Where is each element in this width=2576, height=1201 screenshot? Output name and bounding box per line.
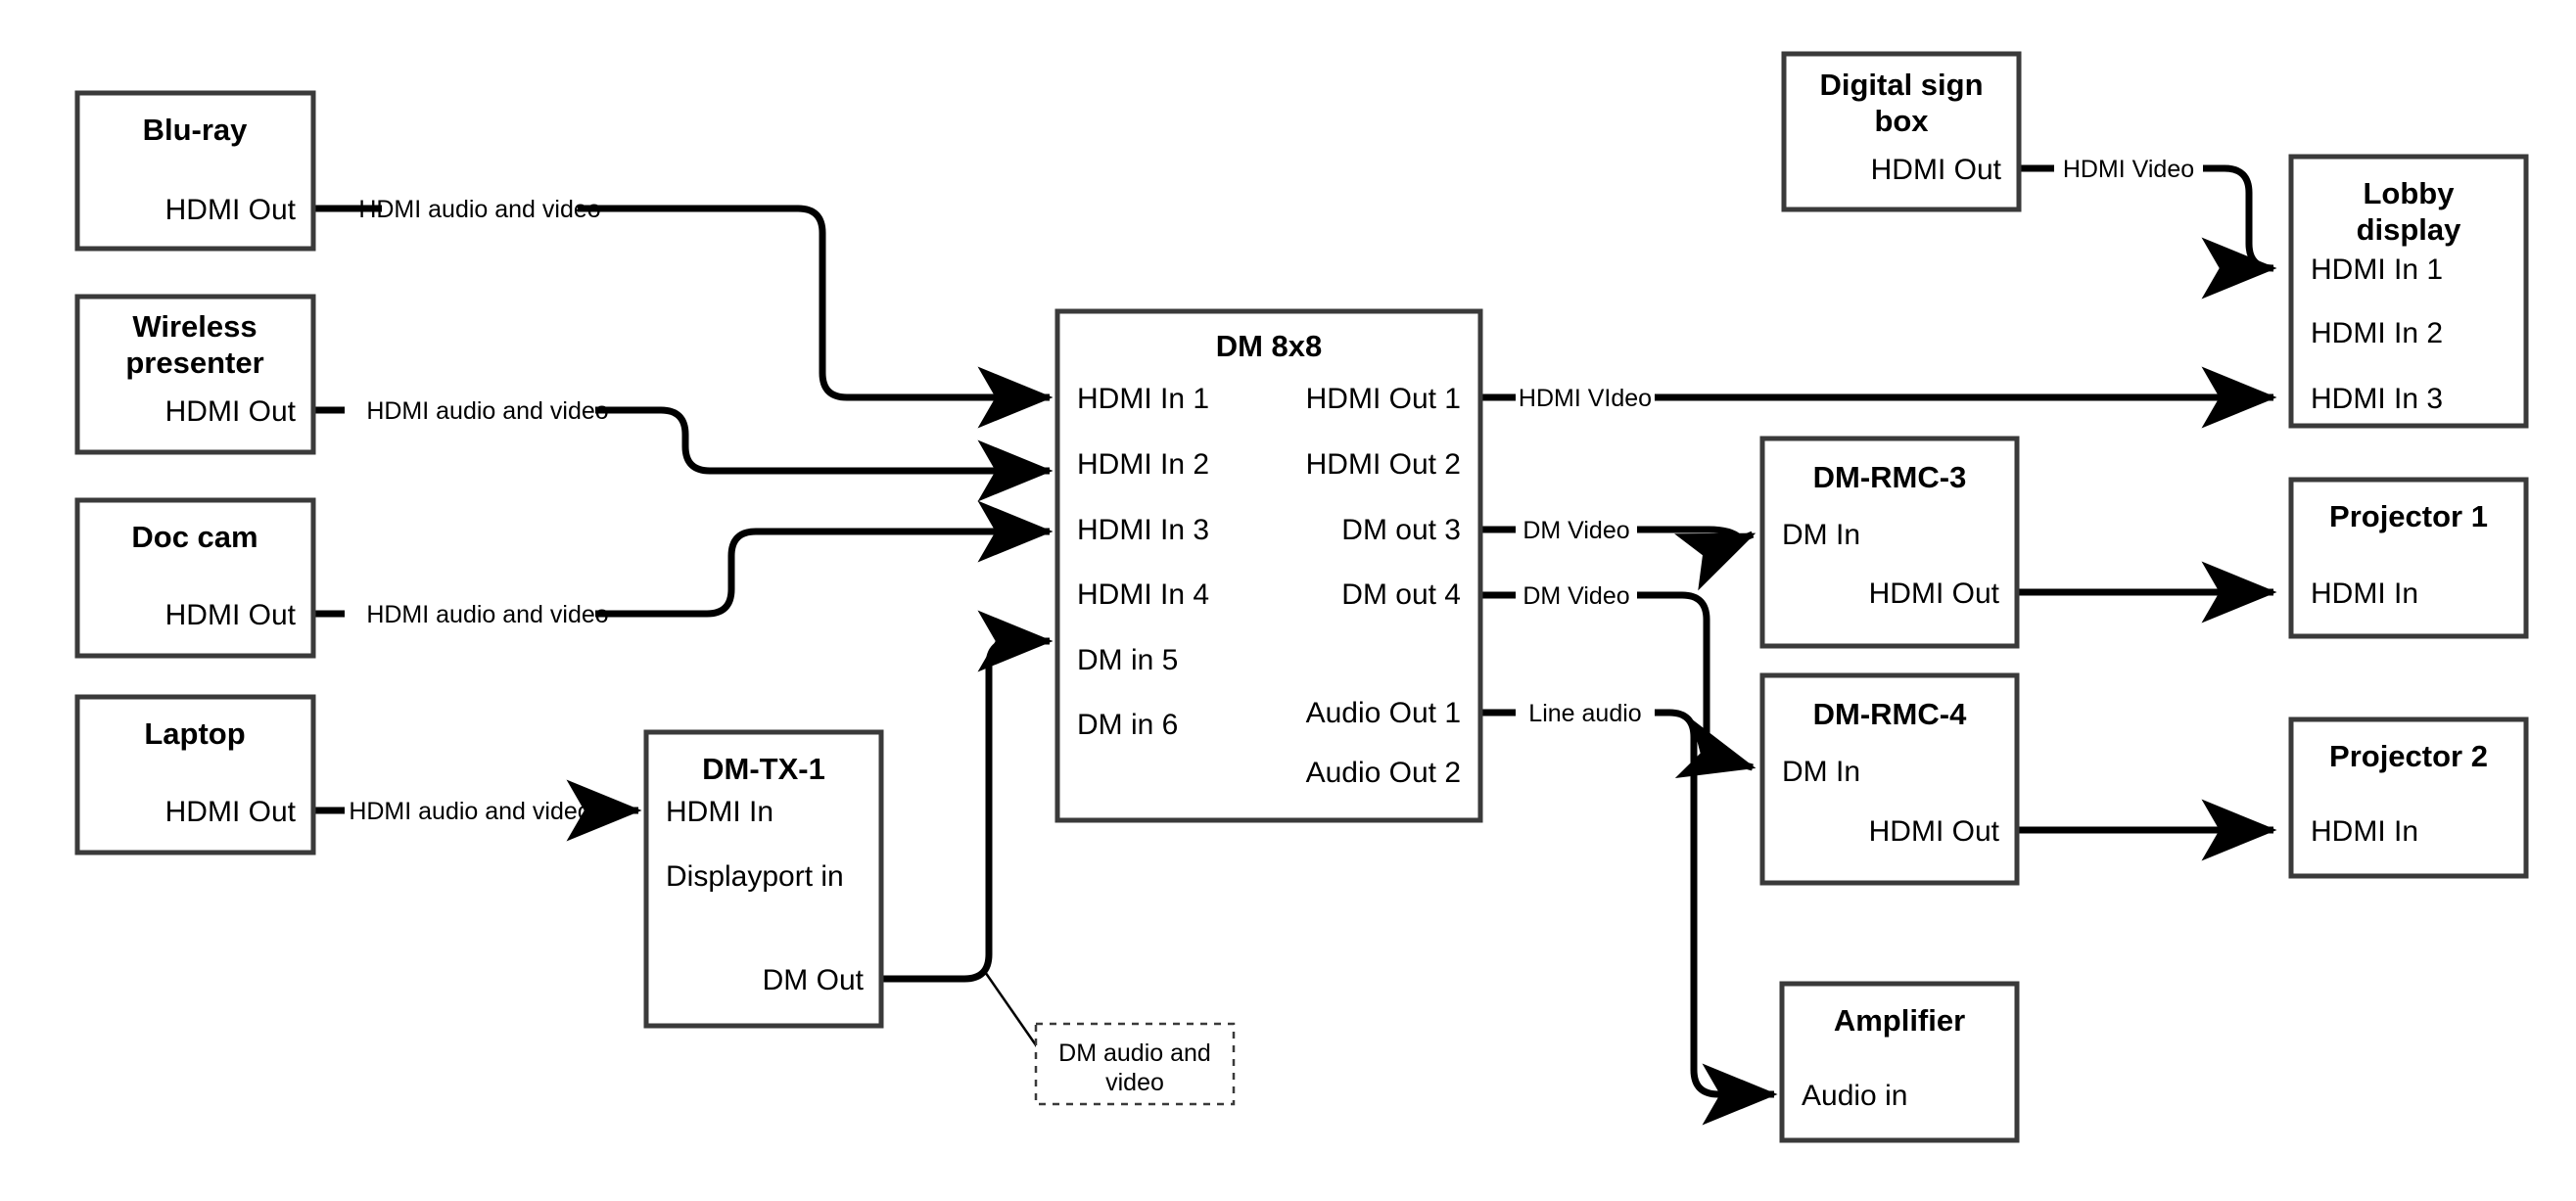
port-dm8x8-hdmi-in-3: HDMI In 3 [1077,514,1209,546]
device-projector-2[interactable]: Projector 2 HDMI In [2288,716,2529,879]
port-dm8x8-hdmi-in-2: HDMI In 2 [1077,448,1209,481]
port-laptop-hdmi-out: HDMI Out [165,796,297,828]
device-digital-sign-box[interactable]: Digital sign box HDMI Out [1781,51,2022,212]
device-projector-1[interactable]: Projector 1 HDMI In [2288,477,2529,639]
link-label-doccam-to-dm8x8: HDMI audio and video [366,601,608,628]
callout-line2: video [1105,1069,1164,1096]
port-dmtx1-hdmi-in: HDMI In [666,796,773,828]
device-dm-tx-1[interactable]: DM-TX-1 HDMI In Displayport in DM Out [643,729,884,1029]
port-wireless-hdmi-out: HDMI Out [165,395,297,428]
link-label-digitalsign-to-lobby: HDMI Video [2063,156,2194,183]
link-label-laptop-to-dmtx1: HDMI audio and video [349,798,590,825]
port-dm8x8-hdmi-in-1: HDMI In 1 [1077,383,1209,415]
device-title-dm-rmc-4: DM-RMC-4 [1813,697,1967,731]
port-digitalsign-hdmi-out: HDMI Out [1871,154,2002,186]
port-bluray-hdmi-out: HDMI Out [165,194,297,226]
wire-dm8x8-to-amplifier [1480,709,1774,1094]
device-dm-8x8[interactable]: DM 8x8 HDMI In 1 HDMI In 2 HDMI In 3 HDM… [1054,308,1483,823]
link-label-dm8x8-to-amplifier: Line audio [1528,700,1641,727]
wire-doccam-to-dm8x8 [313,531,1050,618]
device-title-dm-8x8: DM 8x8 [1216,329,1323,363]
port-projector1-hdmi-in: HDMI In [2311,577,2418,610]
port-dmrmc3-dm-in: DM In [1782,519,1860,551]
callout-line1: DM audio and [1058,1039,1211,1067]
wire-wireless-to-dm8x8 [313,410,1050,471]
device-title-wireless-presenter-line1: Wireless [132,309,257,344]
port-dm8x8-dm-out-4: DM out 4 [1341,578,1461,611]
wire-bluray-to-dm8x8 [313,205,1050,397]
device-dm-rmc-4[interactable]: DM-RMC-4 DM In HDMI Out [1759,672,2020,886]
device-title-bluray: Blu-ray [143,113,249,147]
port-dm8x8-hdmi-out-1: HDMI Out 1 [1306,383,1461,415]
device-title-projector-1: Projector 1 [2329,499,2488,533]
port-projector2-hdmi-in: HDMI In [2311,815,2418,848]
port-amplifier-audio-in: Audio in [1802,1080,1907,1112]
device-title-dm-tx-1: DM-TX-1 [702,752,825,786]
port-dm8x8-dm-out-3: DM out 3 [1341,514,1461,546]
wire-dm8x8-to-dmrmc4 [1480,591,1753,767]
device-lobby-display[interactable]: Lobby display HDMI In 1 HDMI In 2 HDMI I… [2288,154,2529,429]
device-wireless-presenter[interactable]: Wireless presenter HDMI Out [74,294,316,455]
port-dm8x8-hdmi-in-4: HDMI In 4 [1077,578,1209,611]
link-label-dm8x8-to-dmrmc3: DM Video [1522,517,1629,544]
link-label-dm8x8-to-lobby: HDMI VIdeo [1519,385,1652,412]
device-title-lobby-display-line2: display [2357,212,2462,247]
callout-leader-line [981,968,1043,1053]
device-title-dm-rmc-3: DM-RMC-3 [1813,460,1967,494]
port-dm8x8-hdmi-out-2: HDMI Out 2 [1306,448,1461,481]
port-dmtx1-dm-out: DM Out [763,964,865,996]
device-bluray[interactable]: Blu-ray HDMI Out [74,90,316,252]
wire-dm8x8-to-dmrmc3 [1480,530,1753,539]
port-lobby-hdmi-in-3: HDMI In 3 [2311,383,2443,415]
device-title-digital-sign-box-line1: Digital sign [1819,68,1983,102]
port-dm8x8-dm-in-6: DM in 6 [1077,709,1178,741]
port-dmrmc4-dm-in: DM In [1782,756,1860,788]
device-title-laptop: Laptop [144,716,245,751]
port-dmrmc3-hdmi-out: HDMI Out [1869,577,2000,610]
device-title-amplifier: Amplifier [1834,1003,1965,1038]
device-dm-rmc-3[interactable]: DM-RMC-3 DM In HDMI Out [1759,436,2020,649]
port-dmrmc4-hdmi-out: HDMI Out [1869,815,2000,848]
link-label-wireless-to-dm8x8: HDMI audio and video [366,397,608,425]
wire-digitalsign-to-lobby [2019,164,2273,268]
device-amplifier[interactable]: Amplifier Audio in [1779,981,2020,1143]
link-label-dm8x8-to-dmrmc4: DM Video [1522,582,1629,610]
device-doc-cam[interactable]: Doc cam HDMI Out [74,497,316,659]
port-dmtx1-displayport-in: Displayport in [666,860,844,893]
port-dm8x8-audio-out-2: Audio Out 2 [1306,757,1461,789]
device-title-projector-2: Projector 2 [2329,739,2488,773]
link-label-bluray-to-dm8x8: HDMI audio and video [358,196,600,223]
callout-dm-audio-and-video: DM audio and video [1034,1022,1236,1106]
device-title-digital-sign-box-line2: box [1874,104,1929,138]
port-dm8x8-audio-out-1: Audio Out 1 [1306,697,1461,729]
device-laptop[interactable]: Laptop HDMI Out [74,694,316,855]
device-title-doc-cam: Doc cam [131,520,258,554]
port-lobby-hdmi-in-2: HDMI In 2 [2311,317,2443,349]
port-dm8x8-dm-in-5: DM in 5 [1077,644,1178,676]
port-doccam-hdmi-out: HDMI Out [165,599,297,631]
device-title-lobby-display-line1: Lobby [2364,176,2456,210]
device-title-wireless-presenter-line2: presenter [125,346,263,380]
wire-dmtx1-to-dm8x8 [881,610,1054,983]
port-lobby-hdmi-in-1: HDMI In 1 [2311,254,2443,286]
